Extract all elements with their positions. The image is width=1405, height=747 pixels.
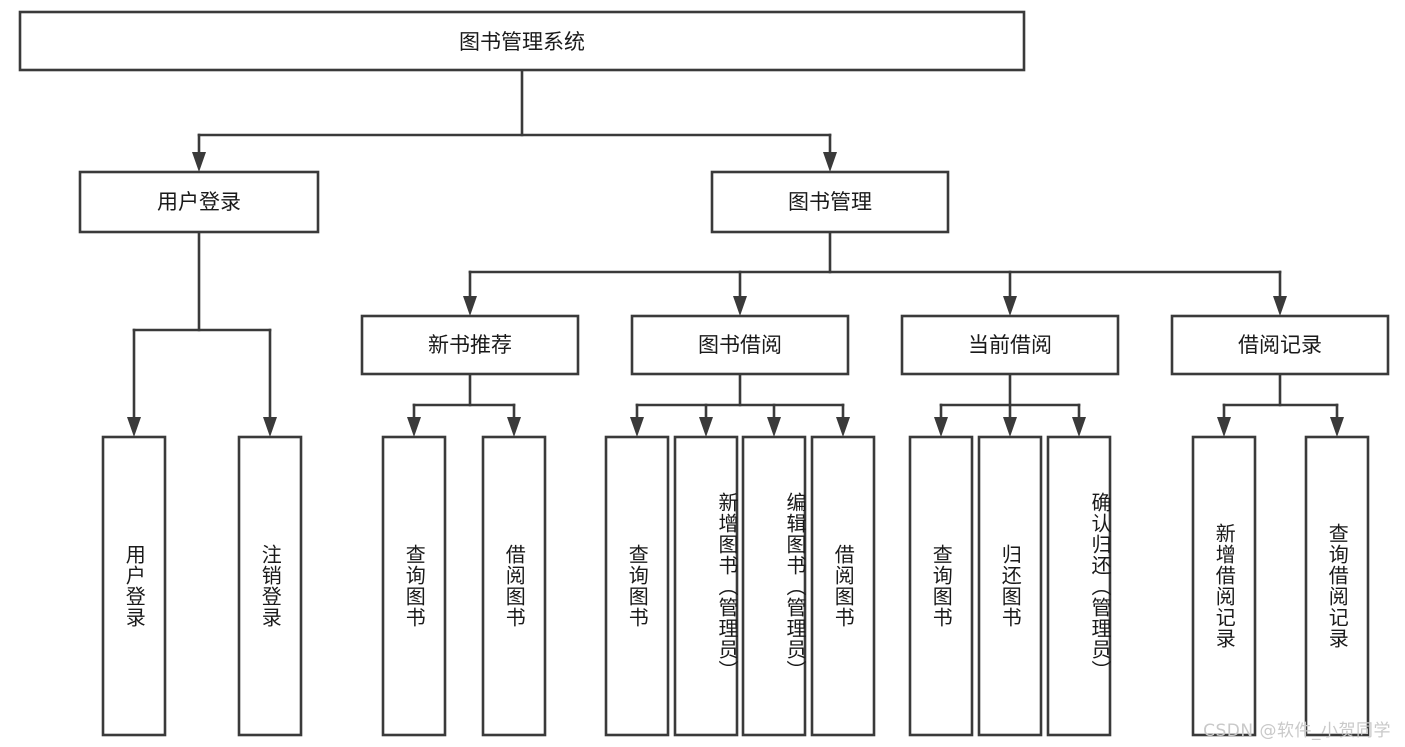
arrowhead-leaf-return-book [1003, 417, 1017, 437]
arrowhead-leaf-query-record [1330, 417, 1344, 437]
node-current-borrow[interactable]: 当前借阅 [900, 314, 1120, 376]
node-new-book-recommend-label: 新书推荐 [428, 333, 512, 357]
arrowhead-leaf-query-book-3 [934, 417, 948, 437]
node-title-label: 图书管理系统 [459, 30, 585, 54]
leaf-box-confirm-return[interactable] [1046, 435, 1112, 737]
leaf-box-edit-book[interactable] [741, 435, 807, 737]
arrowhead-leaf-logout-login [263, 417, 277, 437]
node-book-borrow[interactable]: 图书借阅 [630, 314, 850, 376]
leaf-box-query-book-3[interactable] [908, 435, 974, 737]
leaf-box-logout-login[interactable] [237, 435, 303, 737]
node-user-login-label: 用户登录 [157, 190, 241, 214]
leaf-layer [101, 435, 1370, 737]
arrowhead-leaf-add-record [1217, 417, 1231, 437]
node-layer: 图书管理系统 用户登录 图书管理 新书推荐 图书借阅 当前 [18, 10, 1390, 737]
csdn-watermark: CSDN @软件_小贺同学 [1203, 721, 1391, 741]
arrowhead-borrow-record [1273, 296, 1287, 316]
leaf-box-borrow-book-1[interactable] [481, 435, 547, 737]
arrowhead-leaf-query-book-1 [407, 417, 421, 437]
arrowhead-leaf-borrow-book-2 [836, 417, 850, 437]
arrowhead-leaf-borrow-book-1 [507, 417, 521, 437]
leaf-box-borrow-book-2[interactable] [810, 435, 876, 737]
leaf-box-query-record[interactable] [1304, 435, 1370, 737]
leaf-box-return-book[interactable] [977, 435, 1043, 737]
node-current-borrow-label: 当前借阅 [968, 333, 1052, 357]
arrowhead-leaf-query-book-2 [630, 417, 644, 437]
node-borrow-record-label: 借阅记录 [1238, 333, 1322, 357]
node-book-management-label: 图书管理 [788, 190, 872, 214]
arrowhead-book-borrow [733, 296, 747, 316]
connector-layer [127, 68, 1344, 437]
leaf-box-query-book-1[interactable] [381, 435, 447, 737]
arrowhead-user-login [192, 152, 206, 172]
arrowhead-new-book-recommend [463, 296, 477, 316]
leaf-box-user-login[interactable] [101, 435, 167, 737]
arrowhead-current-borrow [1003, 296, 1017, 316]
arrowhead-leaf-user-login [127, 417, 141, 437]
arrowhead-leaf-confirm-return [1072, 417, 1086, 437]
node-book-management[interactable]: 图书管理 [710, 170, 950, 234]
node-user-login[interactable]: 用户登录 [78, 170, 320, 234]
node-borrow-record[interactable]: 借阅记录 [1170, 314, 1390, 376]
leaf-box-add-record[interactable] [1191, 435, 1257, 737]
node-new-book-recommend[interactable]: 新书推荐 [360, 314, 580, 376]
node-title[interactable]: 图书管理系统 [18, 10, 1026, 72]
leaf-box-add-book[interactable] [673, 435, 739, 737]
node-book-borrow-label: 图书借阅 [698, 333, 782, 357]
arrowhead-leaf-add-book [699, 417, 713, 437]
arrowhead-book-management [823, 152, 837, 172]
arrowhead-leaf-edit-book [767, 417, 781, 437]
leaf-box-query-book-2[interactable] [604, 435, 670, 737]
